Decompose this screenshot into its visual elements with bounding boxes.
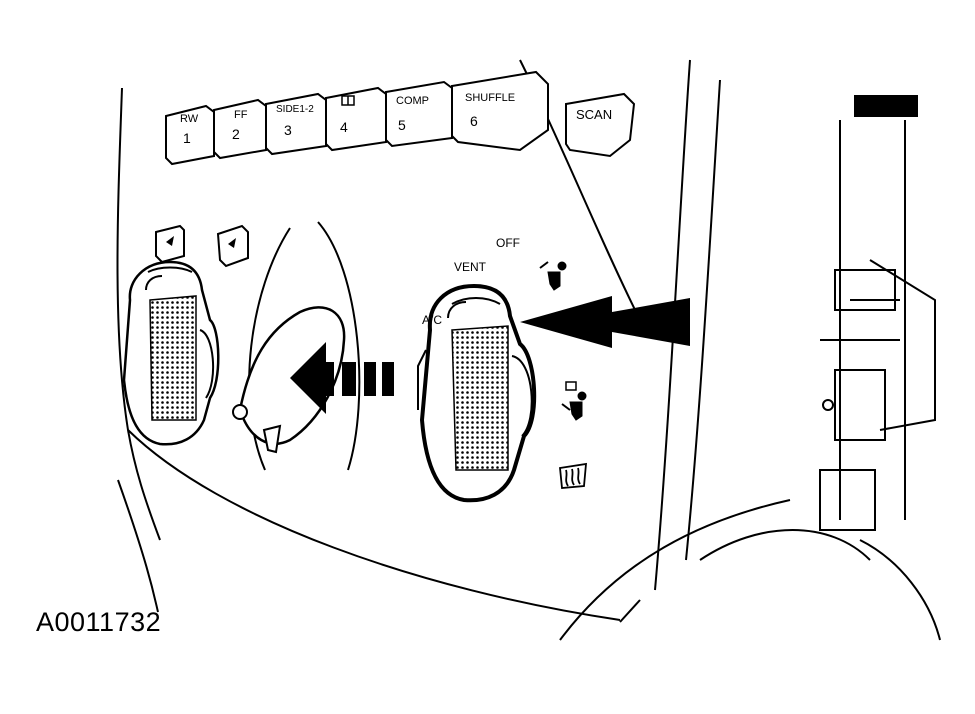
preset-6-number: 6 [470,113,478,129]
preset-2-top-label: FF [234,109,248,121]
preset-button-5[interactable]: COMP 5 [385,80,453,148]
preset-2-number: 2 [232,126,240,142]
fan-speed-dial[interactable] [232,221,361,471]
preset-1-top-label: RW [180,113,199,125]
side-bracket [819,95,936,531]
figure-reference-id: A0011732 [36,607,162,637]
preset-button-1[interactable]: RW 1 [165,104,215,166]
defrost-icon [559,462,588,489]
panel-vent-icon [539,261,567,291]
preset-3-top-label: SIDE1-2 [276,104,314,115]
scan-label: SCAN [576,107,612,122]
mode-selector-knob[interactable] [417,283,537,503]
mode-label-off: OFF [496,236,520,250]
pointer-arrow [520,296,690,348]
left-small-button[interactable] [155,224,185,264]
mode-label-ac: A/C [422,313,442,327]
preset-6-top-label: SHUFFLE [465,92,515,104]
preset-3-number: 3 [284,122,292,138]
preset-4-number: 4 [340,119,348,135]
preset-button-4[interactable]: 4 [325,86,387,152]
airflow-icon [228,238,236,248]
turn-direction-arrow [290,342,394,414]
preset-5-top-label: COMP [396,95,429,107]
center-small-button[interactable] [216,224,249,268]
preset-button-3[interactable]: SIDE1-2 3 [265,92,327,156]
preset-1-number: 1 [183,130,191,146]
airflow-icon [166,236,174,246]
mode-label-vent: VENT [454,260,487,274]
scan-button[interactable]: SCAN [565,92,636,158]
preset-button-2[interactable]: FF 2 [213,98,267,160]
preset-button-6[interactable]: SHUFFLE 6 [451,70,549,152]
radio-preset-row: RW 1 FF 2 SIDE1-2 3 4 COMP 5 SHUFFLE 6 [165,70,636,166]
temperature-knob[interactable] [122,260,220,446]
preset-5-number: 5 [398,117,406,133]
floor-vent-icon [561,381,587,421]
